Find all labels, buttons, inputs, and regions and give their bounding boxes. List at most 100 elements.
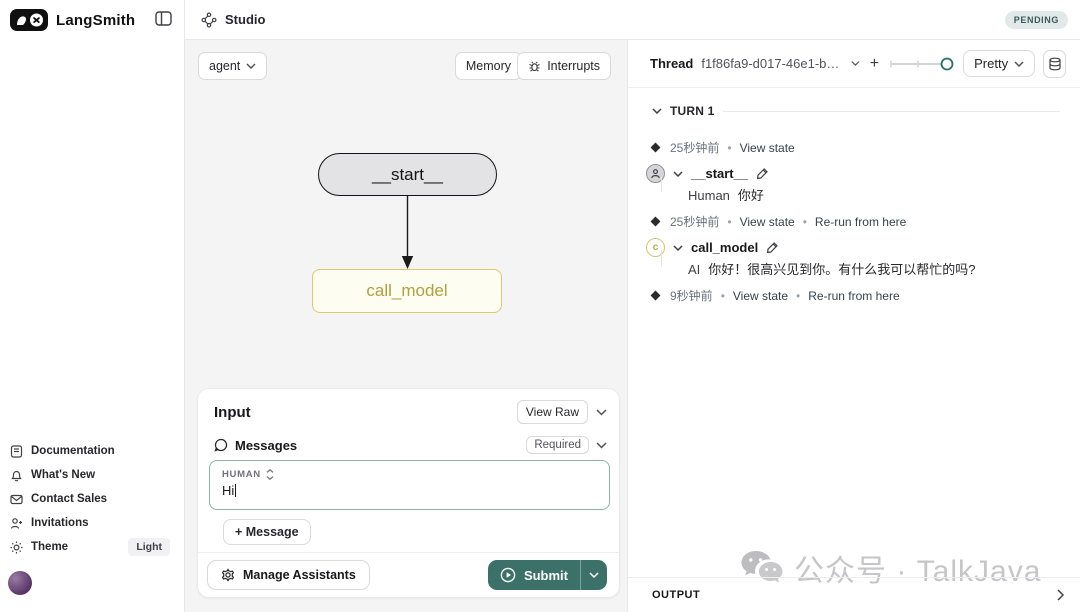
edit-pencil-icon[interactable]: [766, 241, 779, 254]
agent-selector[interactable]: agent: [198, 52, 268, 80]
node-collapse-chevron-icon[interactable]: [673, 244, 683, 251]
sidebar-item-label: Documentation: [31, 445, 115, 457]
agent-selector-label: agent: [209, 59, 241, 73]
input-panel: Input View Raw Messages Required HUMAN: [197, 388, 620, 598]
status-badge: PENDING: [1004, 10, 1068, 29]
message-role-label[interactable]: HUMAN: [222, 469, 261, 480]
sidebar-item-theme[interactable]: Theme Light: [0, 535, 184, 559]
graph-canvas: agent Memory Interrupts __start__ call_m…: [185, 40, 628, 612]
graph-node-call-model[interactable]: call_model: [312, 269, 502, 313]
memory-button-label: Memory: [465, 59, 511, 73]
thread-id[interactable]: f1f86fa9-d017-46e1-b067-e0...: [701, 56, 843, 71]
checkpoint-diamond-icon: [650, 216, 661, 227]
sidebar-item-contact-sales[interactable]: Contact Sales: [0, 487, 184, 511]
sidebar: LangSmith Documentation What's New: [0, 0, 185, 612]
call-model-node-label: call_model: [366, 281, 448, 300]
bug-icon: [528, 60, 541, 73]
node-name[interactable]: __start__: [691, 166, 749, 181]
required-badge: Required: [526, 436, 589, 454]
submit-button[interactable]: Submit: [488, 560, 580, 590]
submit-options-button[interactable]: [580, 560, 607, 590]
view-state-link[interactable]: View state: [732, 288, 789, 303]
human-message-input[interactable]: HUMAN Hi: [209, 460, 610, 510]
state-data-button[interactable]: [1043, 49, 1066, 78]
input-footer-divider: [198, 552, 619, 553]
theme-value-badge[interactable]: Light: [128, 538, 170, 556]
turn-label: TURN 1: [670, 104, 715, 118]
role-sort-icon[interactable]: [266, 469, 274, 480]
human-message-row: Human 你好: [688, 185, 764, 204]
timeline-connector: [661, 176, 662, 192]
sun-icon: [10, 541, 23, 554]
checkpoint-time: 25秒钟前: [670, 215, 720, 229]
node-run-row-call-model: c call_model: [646, 238, 779, 257]
thread-label: Thread: [650, 56, 694, 71]
view-state-link[interactable]: View state: [739, 214, 795, 229]
message-role: AI: [688, 262, 701, 277]
chevron-down-icon: [1014, 60, 1024, 67]
play-icon: [500, 567, 516, 583]
thread-panel: Thread f1f86fa9-d017-46e1-b067-e0... + P…: [628, 40, 1080, 612]
new-thread-button[interactable]: +: [869, 54, 880, 72]
add-message-button[interactable]: + Message: [223, 519, 311, 545]
avatar-letter: c: [652, 242, 659, 253]
bell-icon: [10, 469, 23, 482]
dot-separator: •: [720, 288, 725, 303]
dot-separator: •: [727, 214, 732, 229]
interrupts-button-label: Interrupts: [547, 59, 600, 73]
studio-graph-icon: [201, 11, 217, 28]
chevron-down-icon: [246, 63, 256, 69]
view-raw-button[interactable]: View Raw: [516, 400, 588, 424]
view-mode-select[interactable]: Pretty: [963, 50, 1036, 77]
turn-section-header[interactable]: TURN 1: [652, 104, 1060, 118]
messages-collapse-chevron-icon[interactable]: [596, 441, 607, 449]
message-content: 你好！很高兴见到你。有什么我可以帮忙的吗?: [708, 262, 976, 277]
brand-row: LangSmith: [0, 0, 184, 40]
thread-select-chevron-icon[interactable]: [851, 60, 860, 67]
checkpoint-time: 9秒钟前: [670, 289, 713, 303]
message-text[interactable]: Hi: [222, 483, 235, 498]
database-icon: [1048, 57, 1061, 70]
sidebar-item-whats-new[interactable]: What's New: [0, 463, 184, 487]
output-section[interactable]: OUTPUT: [628, 577, 1080, 612]
turn-collapse-chevron-icon: [652, 108, 662, 114]
person-plus-icon: [10, 517, 23, 530]
manage-assistants-button[interactable]: Manage Assistants: [207, 560, 370, 590]
manage-assistants-label: Manage Assistants: [243, 568, 356, 582]
view-mode-label: Pretty: [974, 56, 1009, 71]
checkpoint-row: 25秒钟前 • View state • Re-run from here: [650, 213, 907, 230]
checkpoint-diamond-icon: [650, 290, 661, 301]
start-node-label: __start__: [372, 164, 443, 184]
sidebar-item-documentation[interactable]: Documentation: [0, 439, 184, 463]
watermark: 公众号 · TalkJava: [740, 546, 1041, 590]
timeline-connector: [661, 250, 662, 266]
input-collapse-chevron-icon[interactable]: [596, 408, 607, 416]
rerun-link[interactable]: Re-run from here: [814, 214, 907, 229]
node-name[interactable]: call_model: [691, 240, 759, 255]
message-role: Human: [688, 188, 730, 203]
dot-separator: •: [802, 214, 807, 229]
edit-pencil-icon[interactable]: [756, 167, 769, 180]
interrupts-button[interactable]: Interrupts: [517, 52, 611, 80]
graph-node-start[interactable]: __start__: [318, 153, 497, 196]
messages-label: Messages: [235, 437, 298, 453]
sidebar-item-label: Invitations: [31, 517, 89, 529]
detail-level-slider[interactable]: [889, 56, 955, 72]
graph-edge-arrow: [401, 196, 414, 269]
checkpoint-diamond-icon: [650, 142, 661, 153]
sidebar-collapse-icon[interactable]: [155, 11, 172, 26]
node-collapse-chevron-icon[interactable]: [673, 170, 683, 177]
view-state-link[interactable]: View state: [739, 140, 795, 155]
checkpoint-time: 25秒钟前: [670, 141, 720, 155]
memory-button[interactable]: Memory: [454, 52, 522, 80]
message-content: 你好: [737, 188, 764, 203]
sidebar-item-label: Theme: [31, 541, 69, 553]
sidebar-nav: Documentation What's New Contact Sales: [0, 439, 184, 559]
output-expand-chevron-icon[interactable]: [1057, 589, 1064, 601]
checkpoint-row: 9秒钟前 • View state • Re-run from here: [650, 287, 900, 304]
user-avatar[interactable]: [8, 571, 32, 595]
human-avatar: [646, 164, 665, 183]
rerun-link[interactable]: Re-run from here: [808, 288, 900, 303]
sidebar-item-invitations[interactable]: Invitations: [0, 511, 184, 535]
sidebar-item-label: What's New: [31, 469, 96, 481]
